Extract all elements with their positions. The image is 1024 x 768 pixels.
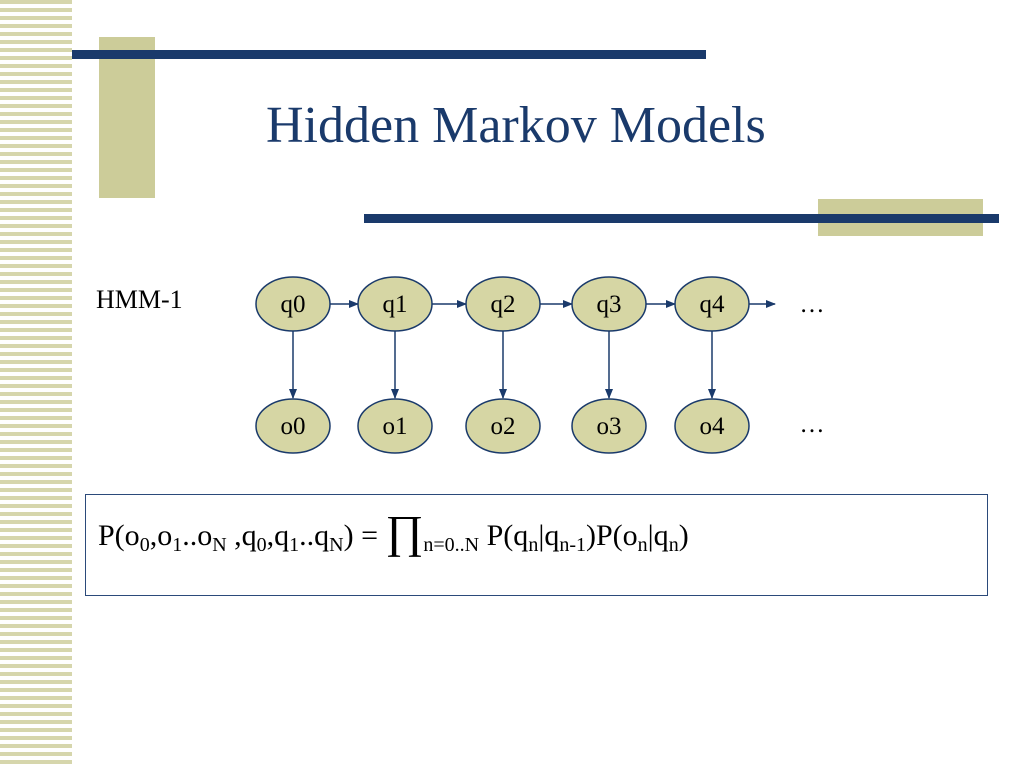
diagram-nodes: q0 q1 q2 q3 q4 o0 o1 o2 o3 o4 xyxy=(255,276,750,454)
observation-o3-label: o3 xyxy=(597,413,622,440)
observation-o0-label: o0 xyxy=(281,413,306,440)
decor-bar-top xyxy=(72,50,706,59)
observation-o2-label: o2 xyxy=(491,413,516,440)
hmm-label: HMM-1 xyxy=(96,285,183,314)
state-q0-label: q0 xyxy=(281,291,306,318)
observation-o3-node xyxy=(571,398,647,454)
observations-ellipsis: … xyxy=(800,411,825,438)
product-symbol: ∏ xyxy=(385,506,424,557)
formula-box: P(o0,o1..oN ,q0,q1..qN) = ∏n=0..N P(qn|q… xyxy=(85,494,988,596)
observation-o4-node xyxy=(674,398,750,454)
diagram-edges xyxy=(289,300,776,399)
observation-o2-node xyxy=(465,398,541,454)
hmm-diagram: q0 q1 q2 q3 q4 o0 o1 o2 o3 o4 … … xyxy=(255,276,825,454)
decorative-stripes xyxy=(0,0,72,768)
state-q1-node xyxy=(357,276,433,332)
state-q0-node xyxy=(255,276,331,332)
decor-bar-bottom xyxy=(364,214,999,223)
observation-o4-label: o4 xyxy=(700,413,726,440)
observation-o1-label: o1 xyxy=(383,413,408,440)
state-q3-node xyxy=(571,276,647,332)
state-q4-label: q4 xyxy=(700,291,726,318)
states-ellipsis: … xyxy=(800,291,825,318)
state-q1-label: q1 xyxy=(383,291,408,318)
joint-probability-formula: P(o0,o1..oN ,q0,q1..qN) = ∏n=0..N P(qn|q… xyxy=(98,506,689,557)
state-q2-node xyxy=(465,276,541,332)
state-q3-label: q3 xyxy=(597,291,622,318)
state-q2-label: q2 xyxy=(491,291,516,318)
decor-block-left xyxy=(99,37,155,198)
observation-o1-node xyxy=(357,398,433,454)
observation-o0-node xyxy=(255,398,331,454)
state-q4-node xyxy=(674,276,750,332)
slide-title: Hidden Markov Models xyxy=(266,97,766,154)
